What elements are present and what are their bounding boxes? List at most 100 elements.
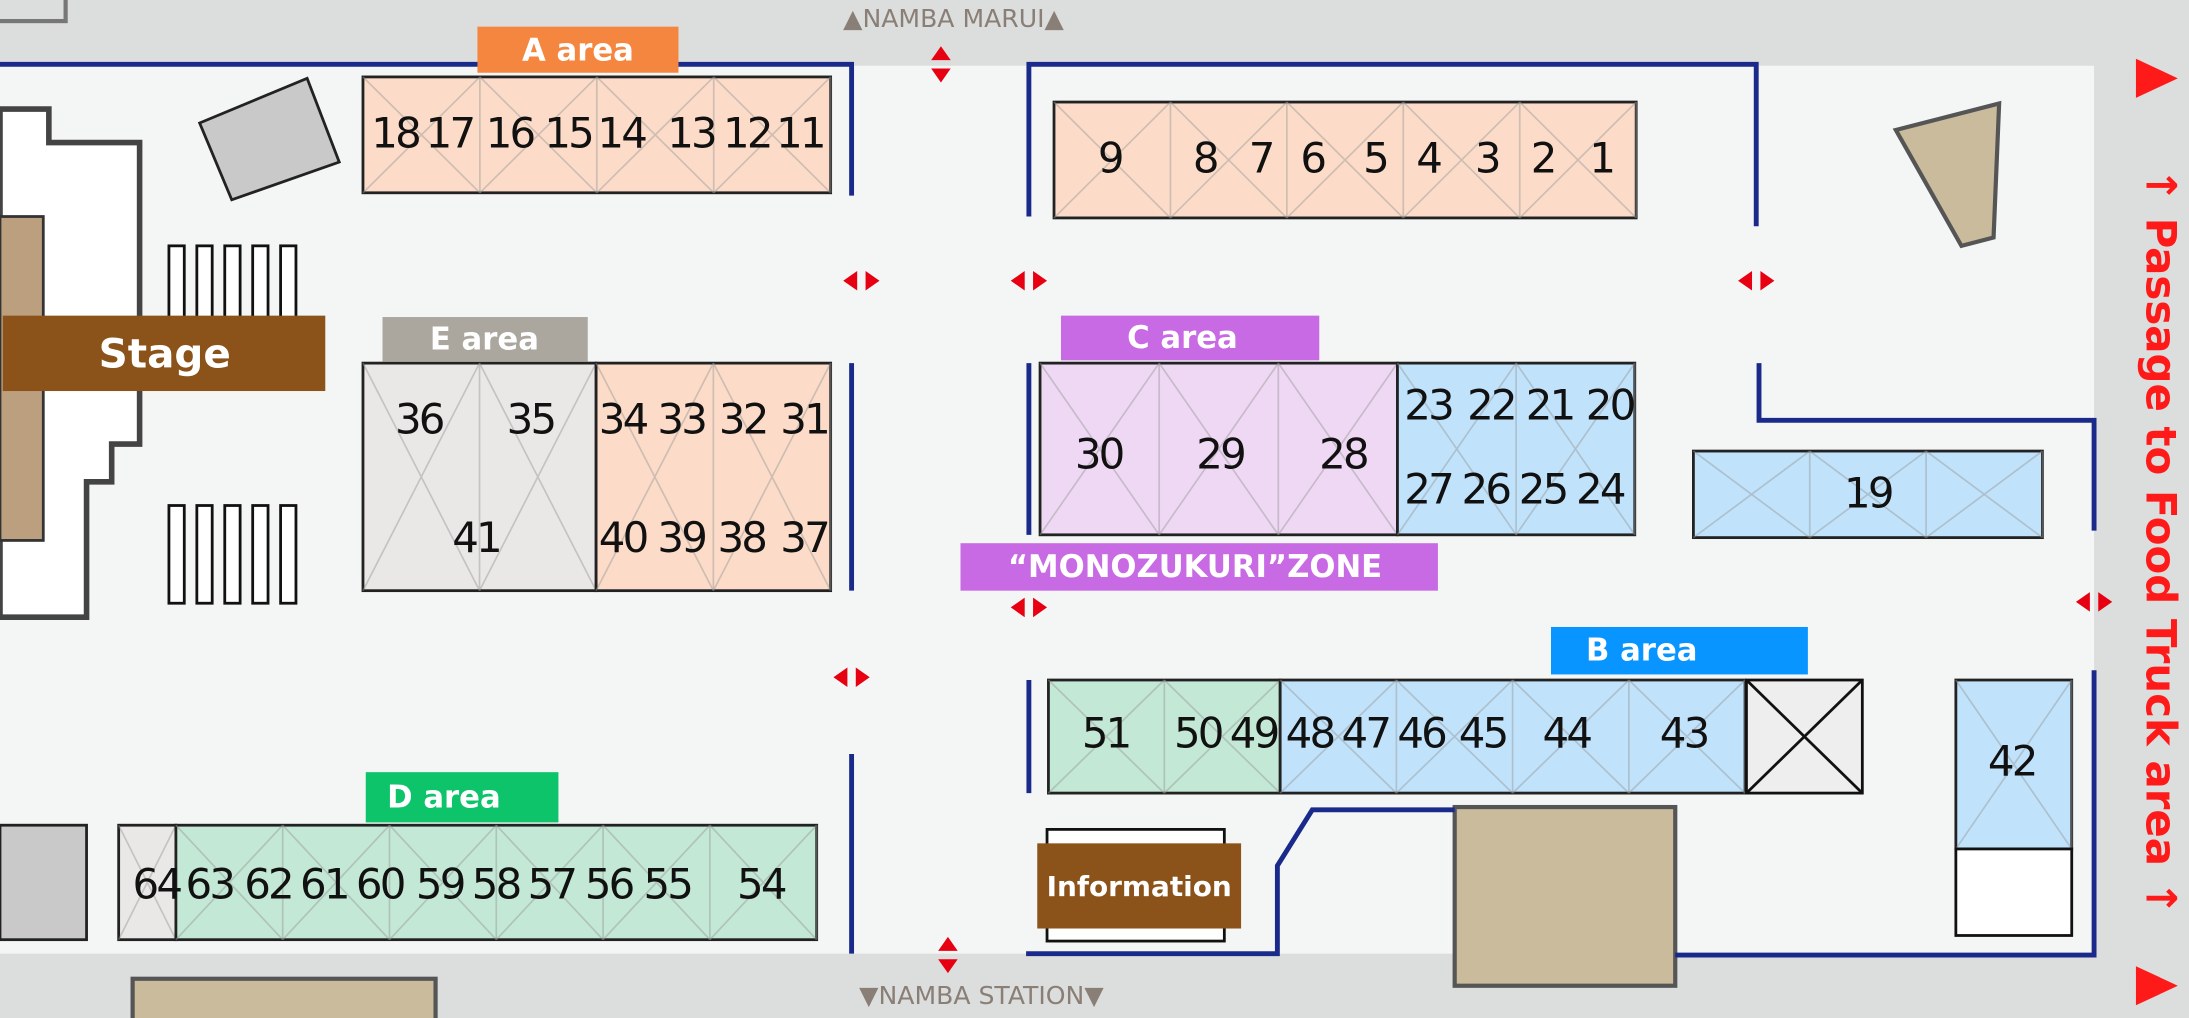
booth-number[interactable]: 48 <box>1286 709 1337 758</box>
booth-number[interactable]: 30 <box>1075 429 1126 478</box>
booth-number[interactable]: 20 <box>1586 380 1637 429</box>
arrow-right-icon <box>855 667 870 687</box>
arrow-up-icon <box>931 46 951 61</box>
c-area-block <box>1038 361 1399 537</box>
tent-structure <box>197 76 342 202</box>
booth-number[interactable]: 44 <box>1543 709 1595 758</box>
booth-number[interactable]: 38 <box>717 513 768 562</box>
booth-19-block <box>1692 449 2044 540</box>
booth-64-block <box>117 823 178 942</box>
booth-number[interactable]: 32 <box>719 394 769 443</box>
booth-number[interactable]: 47 <box>1341 709 1392 758</box>
namba-station-direction: ▼NAMBA STATION▼ <box>859 981 1104 1010</box>
booth-number[interactable]: 27 <box>1404 464 1455 513</box>
booth-42-block <box>1954 678 2074 851</box>
booth-number[interactable]: 17 <box>426 108 477 157</box>
booth-number[interactable]: 41 <box>452 513 502 562</box>
booth-number[interactable]: 58 <box>472 859 523 908</box>
food-truck-passage-label: ↑ Passage to Food Truck area ↑ <box>2137 168 2186 916</box>
booth-number[interactable]: 13 <box>667 108 718 157</box>
booth-number[interactable]: 60 <box>356 859 407 908</box>
booth-number[interactable]: 46 <box>1397 709 1448 758</box>
booth-number[interactable]: 29 <box>1196 429 1247 478</box>
a-area-block <box>361 75 833 195</box>
booth-number[interactable]: 42 <box>1988 736 2038 785</box>
booth-number[interactable]: 26 <box>1462 464 1513 513</box>
arrow-left-icon <box>1010 597 1025 618</box>
top-right-block <box>1052 100 1638 220</box>
booth-number[interactable]: 31 <box>780 394 830 443</box>
booth-number[interactable]: 37 <box>780 513 831 562</box>
booth-number[interactable]: 45 <box>1459 709 1509 758</box>
booth-number[interactable]: 50 <box>1174 709 1225 758</box>
b-row-blue-block <box>1278 678 1747 795</box>
stage-label: Stage <box>2 315 326 392</box>
booth-number[interactable]: 54 <box>737 859 789 908</box>
booth-number[interactable]: 2 <box>1531 133 1558 182</box>
booth-number[interactable]: 8 <box>1193 133 1220 182</box>
booth-number[interactable]: 16 <box>486 108 537 157</box>
booth-number[interactable]: 3 <box>1475 133 1502 182</box>
area-b-label: B area <box>1551 626 1808 675</box>
booth-number[interactable]: 6 <box>1300 133 1327 182</box>
booth-number[interactable]: 63 <box>186 859 237 908</box>
building-block <box>1892 100 2002 249</box>
walls <box>0 61 2097 958</box>
booth-number[interactable]: 56 <box>585 859 636 908</box>
booth-number[interactable]: 12 <box>723 108 773 157</box>
arrow-right-icon <box>865 270 880 291</box>
svg-text:Stage: Stage <box>99 329 231 377</box>
booth-number[interactable]: 1 <box>1589 133 1616 182</box>
e-area-peach-block <box>594 361 833 593</box>
booth-number[interactable]: 23 <box>1404 380 1455 429</box>
arrow-down-icon <box>931 68 951 83</box>
b-row-green-block <box>1047 678 1282 795</box>
booth-number[interactable]: 19 <box>1844 468 1895 517</box>
booth-number[interactable]: 59 <box>416 859 467 908</box>
area-a-label: A area <box>477 26 679 73</box>
svg-text:Information: Information <box>1047 870 1232 903</box>
booth-number[interactable]: 18 <box>371 108 422 157</box>
information-booth[interactable]: Information <box>1037 843 1242 929</box>
booth-number[interactable]: 28 <box>1319 429 1370 478</box>
booth-number[interactable]: 57 <box>528 859 579 908</box>
booth-number[interactable]: 51 <box>1082 709 1132 758</box>
booth-number[interactable]: 9 <box>1098 133 1125 182</box>
booth-number[interactable]: 24 <box>1576 464 1628 513</box>
booth-number[interactable]: 4 <box>1416 133 1444 182</box>
area-c-label: C area <box>1060 315 1320 361</box>
booth-number[interactable]: 43 <box>1660 709 1711 758</box>
booth-number[interactable]: 25 <box>1519 464 1569 513</box>
arrow-left-icon <box>2075 592 2090 612</box>
arrow-left-icon <box>833 667 848 687</box>
d-area-block <box>174 823 819 942</box>
booth-number[interactable]: 14 <box>597 108 649 157</box>
booth-number[interactable]: 33 <box>657 394 708 443</box>
passage-arrows <box>833 46 2113 974</box>
booth-number[interactable]: 61 <box>300 859 350 908</box>
booth-number[interactable]: 11 <box>776 108 826 157</box>
booth-number[interactable]: 35 <box>507 394 557 443</box>
svg-text:C area: C area <box>1127 320 1238 356</box>
arrow-right-icon <box>2098 592 2113 612</box>
booth-number[interactable]: 64 <box>133 859 185 908</box>
triangle-arrow-icon <box>2135 58 2178 98</box>
booth-number[interactable]: 49 <box>1230 709 1281 758</box>
booth-number[interactable]: 5 <box>1363 133 1390 182</box>
arrow-left-icon <box>1010 270 1025 291</box>
booth-number[interactable]: 39 <box>657 513 708 562</box>
booth-number[interactable]: 62 <box>244 859 294 908</box>
booth-number[interactable]: 40 <box>599 513 650 562</box>
booth-number[interactable]: 34 <box>599 394 651 443</box>
booth-number[interactable]: 15 <box>544 108 594 157</box>
booth-number[interactable]: 36 <box>395 394 446 443</box>
zone-label: “MONOZUKURI”ZONE <box>960 543 1438 591</box>
booth-number[interactable]: 21 <box>1526 380 1576 429</box>
arrow-down-icon <box>938 959 958 974</box>
booth-number[interactable]: 22 <box>1467 380 1517 429</box>
namba-marui-direction: ▲NAMBA MARUI▲ <box>843 4 1064 33</box>
svg-text:D area: D area <box>387 779 501 815</box>
booth-number[interactable]: 7 <box>1249 133 1276 182</box>
booth-number[interactable]: 55 <box>643 859 693 908</box>
svg-text:B area: B area <box>1586 633 1698 669</box>
